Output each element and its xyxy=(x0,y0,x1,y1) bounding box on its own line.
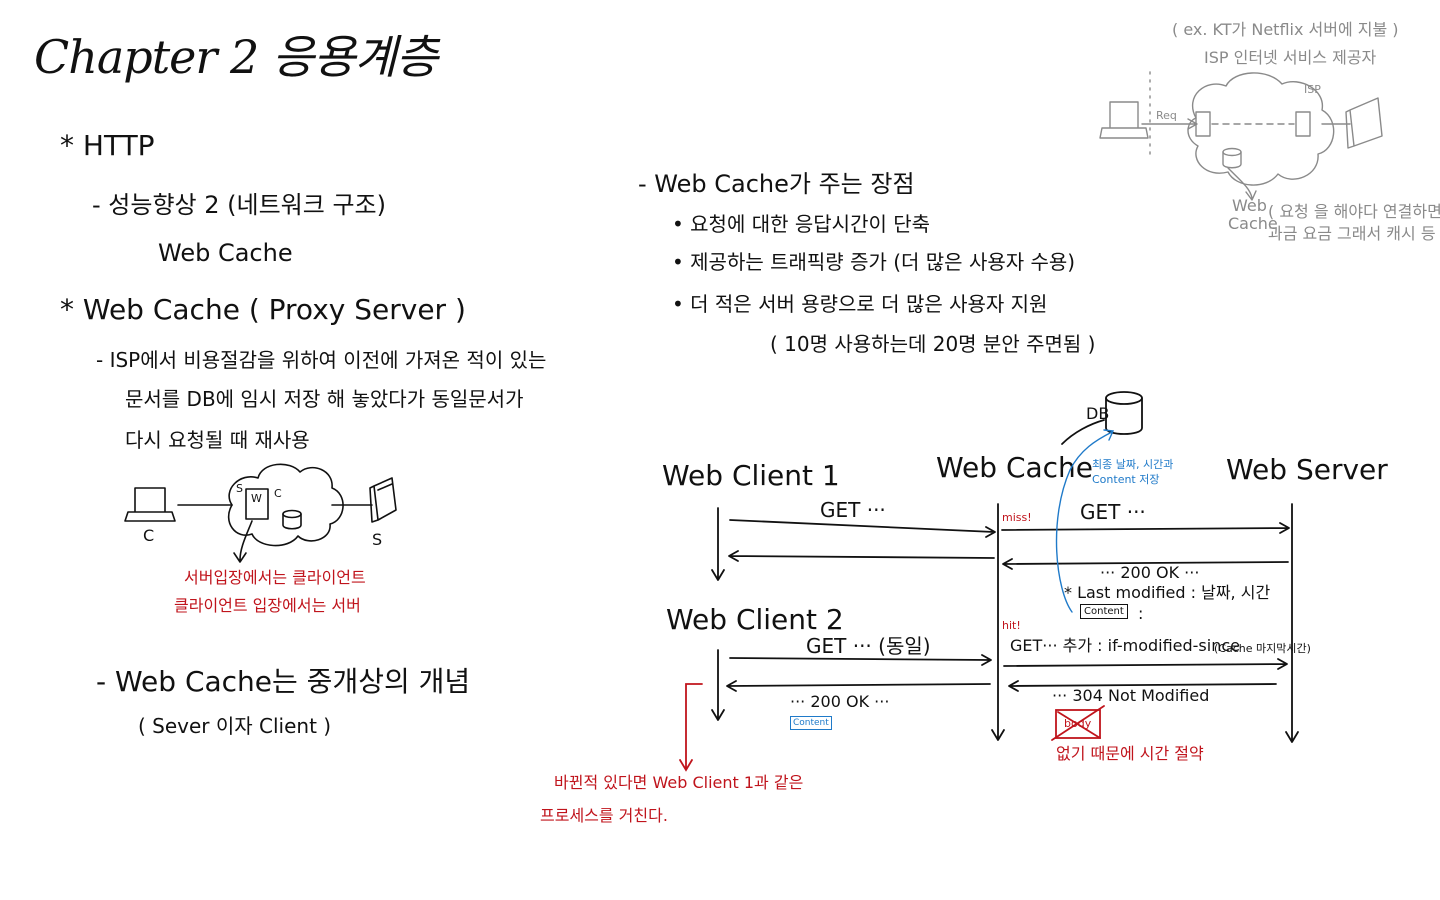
isp-server-icon xyxy=(1345,97,1383,149)
laptop-icon xyxy=(124,487,176,522)
http-heading: * HTTP xyxy=(60,129,155,162)
diagram-client-label: C xyxy=(143,526,155,545)
benefit-item-2: • 제공하는 트래픽량 증가 (더 많은 사용자 수용) xyxy=(672,250,1076,274)
miss-label: miss! xyxy=(1002,511,1032,524)
content-colon: : xyxy=(1138,604,1144,623)
seq-web-server: Web Server xyxy=(1226,453,1388,486)
isp-note-line-1: ( 요청 을 해야다 연결하면 xyxy=(1268,202,1440,221)
hit-label: hit! xyxy=(1002,619,1021,632)
red-note-server-view: 서버입장에서는 클라이언트 xyxy=(184,568,366,587)
msg-get-client-2: GET ··· (동일) xyxy=(806,634,931,658)
db-icon xyxy=(1105,391,1143,405)
msg-304: ··· 304 Not Modified xyxy=(1052,686,1210,705)
msg-conditional-get: GET··· 추가 : if-modified-since xyxy=(1010,636,1240,655)
isp-note-line-2: 과금 요금 그래서 캐시 등 ) xyxy=(1268,224,1440,243)
conditional-get-note: (Cache 마지막시간) xyxy=(1214,642,1311,655)
msg-get-client-1: GET ··· xyxy=(820,498,886,522)
client-content-box: Content xyxy=(790,716,832,730)
benefit-item-3: • 더 적은 서버 용량으로 더 많은 사용자 지원 xyxy=(672,292,1048,316)
web-cache-desc-line-2: 문서를 DB에 임시 저장 해 놓았다가 동일문서가 xyxy=(125,387,524,411)
crossed-body-box xyxy=(1055,709,1101,739)
diagram-server-label: S xyxy=(372,530,383,549)
body-crossed-label: body xyxy=(1064,717,1092,730)
isp-laptop-icon xyxy=(1099,101,1149,139)
benefits-heading: - Web Cache가 주는 장점 xyxy=(638,170,915,198)
red-note-client-view: 클라이언트 입장에서는 서버 xyxy=(174,596,361,615)
lifeline-client-1 xyxy=(711,507,725,581)
web-cache-desc-line-3: 다시 요청될 때 재사용 xyxy=(125,428,310,452)
diagram-c-label: C xyxy=(274,487,282,500)
msg-200-ok: ··· 200 OK ··· xyxy=(1100,563,1200,582)
web-cache-heading: * Web Cache ( Proxy Server ) xyxy=(60,293,466,326)
note-changed-line-1: 바뀐적 있다면 Web Client 1과 같은 xyxy=(554,773,804,792)
page-title: Chapter 2 응용계층 xyxy=(34,30,438,84)
db-note-line-1: 최종 날짜, 시간과 xyxy=(1092,458,1174,471)
benefit-item-3-sub: ( 10명 사용하는데 20명 분안 주면됨 ) xyxy=(770,332,1096,356)
last-modified-note: * Last modified : 날짜, 시간 xyxy=(1064,583,1271,602)
cloud-icon xyxy=(227,463,344,547)
perf-sub: Web Cache xyxy=(158,239,293,267)
isp-web-cache-label-1: Web xyxy=(1232,196,1267,215)
middleman-sub: ( Sever 이자 Client ) xyxy=(138,714,332,738)
seq-client-1: Web Client 1 xyxy=(662,459,840,492)
isp-label: ISP xyxy=(1304,83,1321,96)
seq-client-2: Web Client 2 xyxy=(666,603,844,636)
web-cache-desc-line-1: - ISP에서 비용절감을 위하여 이전에 가져온 적이 있는 xyxy=(96,348,547,372)
middleman-heading: - Web Cache는 중개상의 개념 xyxy=(96,665,471,698)
lifeline-server xyxy=(1285,503,1299,743)
lifeline-client-2 xyxy=(711,649,725,721)
isp-note-definition: ISP 인터넷 서비스 제공자 xyxy=(1204,48,1377,67)
msg-200-client-2: ··· 200 OK ··· xyxy=(790,692,890,711)
msg-get-forward: GET ··· xyxy=(1080,500,1146,524)
diagram-s-label: S xyxy=(236,482,243,495)
note-changed-line-2: 프로세스를 거친다. xyxy=(540,806,668,825)
db-label: DB xyxy=(1086,404,1110,423)
req-label: Req xyxy=(1156,109,1177,122)
isp-cloud-icon xyxy=(1187,72,1335,186)
lifeline-cache xyxy=(991,503,1005,741)
perf-heading: - 성능향상 2 (네트워크 구조) xyxy=(92,191,386,219)
server-icon xyxy=(369,477,397,523)
isp-note-top: ( ex. KT가 Netflix 서버에 지불 ) xyxy=(1172,20,1399,39)
note-no-body: 없기 때문에 시간 절약 xyxy=(1056,744,1204,763)
benefit-item-1: • 요청에 대한 응답시간이 단축 xyxy=(672,212,931,236)
db-note-line-2: Content 저장 xyxy=(1092,473,1160,486)
diagram-w-label: W xyxy=(251,492,262,505)
isp-web-cache-label-2: Cache xyxy=(1228,214,1278,233)
content-box: Content xyxy=(1080,604,1128,619)
